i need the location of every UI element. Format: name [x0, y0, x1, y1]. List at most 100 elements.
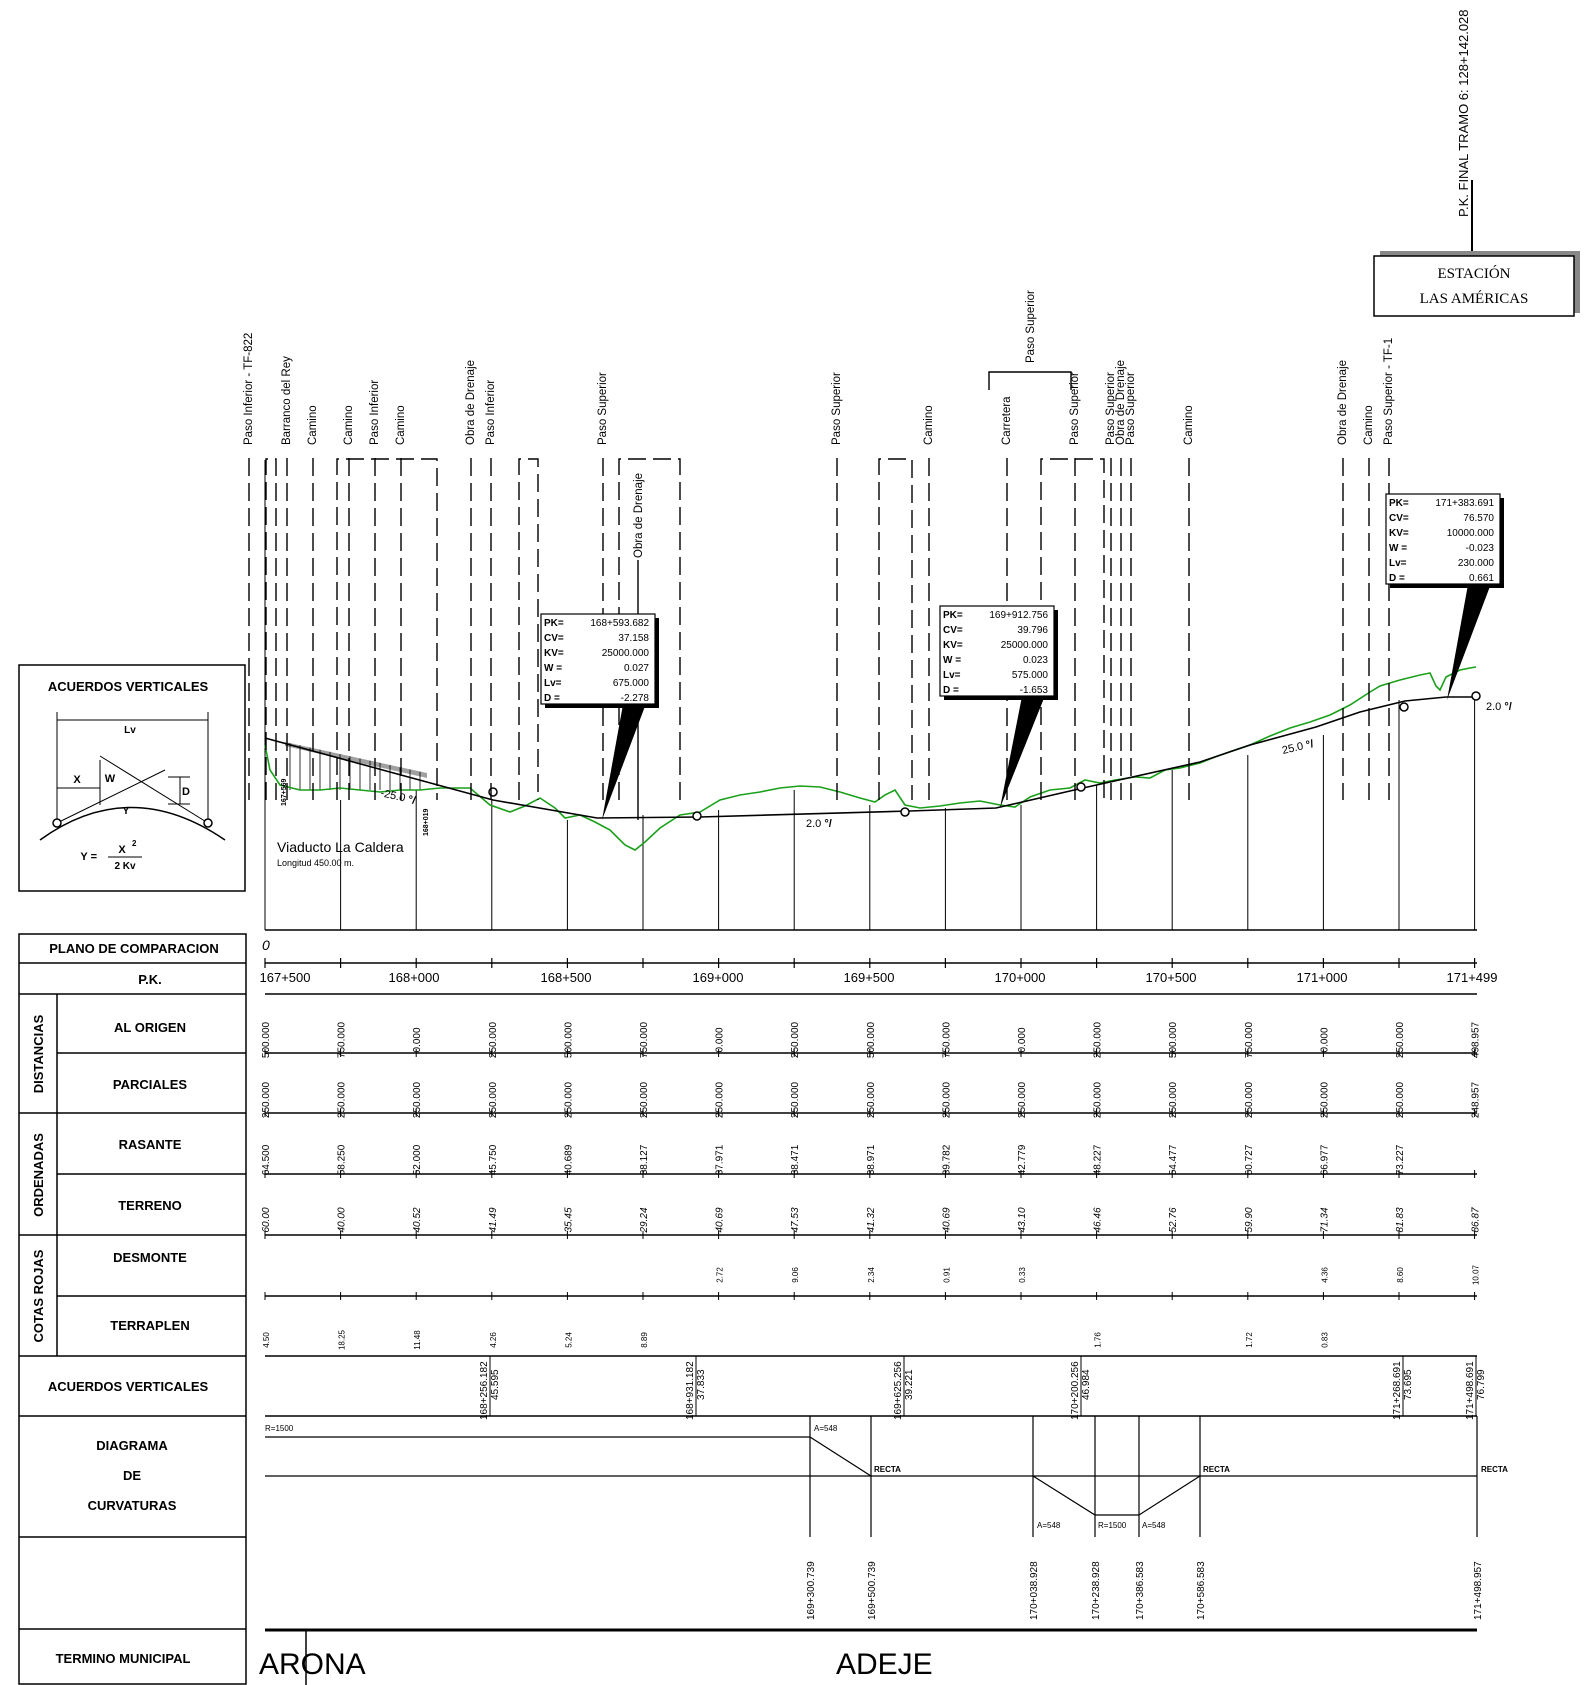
curve-param-key: Lv= — [943, 670, 961, 681]
parciales-value: 250.000 — [639, 1081, 650, 1118]
curve-param-key: D = — [1389, 573, 1405, 584]
curve-param-key: Lv= — [544, 678, 562, 689]
svg-text:CURVATURAS: CURVATURAS — [88, 1498, 177, 1513]
vertex-marker — [1471, 691, 1481, 701]
terreno-value: 86.87 — [1471, 1207, 1482, 1232]
callout-pointer — [602, 704, 646, 820]
structure-label: Carretera — [1001, 396, 1013, 445]
desmonte-value: 0.33 — [1018, 1267, 1027, 1283]
structure-label: Paso Superior — [597, 372, 609, 445]
svg-text:DISTANCIAS: DISTANCIAS — [31, 1014, 46, 1093]
curve-param-value: 10000.000 — [1447, 528, 1495, 539]
structure-label: Paso Superior — [831, 372, 843, 445]
rasante-value: 40.689 — [563, 1144, 574, 1175]
structure-label: Paso Superior — [1105, 372, 1117, 445]
parciales-value: 250.000 — [261, 1081, 272, 1118]
parciales-value: 250.000 — [1319, 1081, 1330, 1118]
rasante-value: 60.727 — [1244, 1144, 1255, 1175]
parciales-value: 250.000 — [790, 1081, 801, 1118]
rasante-value: 54.477 — [1168, 1144, 1179, 1175]
acuerdo-cota: 73.695 — [1403, 1369, 1414, 1400]
viaduct-start-pk: 167+569 — [281, 778, 288, 806]
structure-span — [878, 458, 913, 800]
rasante-value: 39.782 — [941, 1144, 952, 1175]
svg-text:RECTA: RECTA — [874, 1465, 901, 1474]
station-name-line1: ESTACIÓN — [1438, 265, 1511, 282]
svg-text:ORDENADAS: ORDENADAS — [31, 1133, 46, 1217]
rasante-value: 48.227 — [1093, 1144, 1104, 1175]
svg-text:DE: DE — [123, 1468, 141, 1483]
grade-3: 25.0 °/ — [1281, 738, 1315, 757]
pk-label: 170+500 — [1146, 970, 1197, 985]
curve-param-value: 171+383.691 — [1435, 498, 1494, 509]
curve-param-value: -2.278 — [621, 693, 650, 704]
curve-param-key: PK= — [1389, 498, 1409, 509]
svg-text:X: X — [118, 844, 126, 856]
terreno-value: 40.69 — [715, 1207, 726, 1232]
structure-label: Paso Inferior — [485, 380, 497, 445]
curve-param-key: Lv= — [1389, 558, 1407, 569]
rasante-value: 64.500 — [261, 1144, 272, 1175]
terreno-value: 47.53 — [790, 1207, 801, 1232]
curve-param-value: 169+912.756 — [989, 610, 1048, 621]
terreno-value: 41.49 — [488, 1207, 499, 1232]
parciales-value: 250.000 — [1168, 1081, 1179, 1118]
svg-text:Y =: Y = — [80, 851, 97, 863]
svg-text:TERRAPLEN: TERRAPLEN — [110, 1318, 189, 1333]
parciales-value: 248.957 — [1471, 1081, 1482, 1118]
vertex-marker — [1076, 782, 1086, 792]
pk-label: 167+500 — [260, 970, 311, 985]
acuerdo-pk: 171+498.691 — [1465, 1361, 1476, 1420]
svg-text:2 Kv: 2 Kv — [114, 861, 136, 872]
svg-text:COTAS ROJAS: COTAS ROJAS — [31, 1249, 46, 1342]
pk-label: 170+000 — [995, 970, 1046, 985]
terrain-line — [264, 666, 1477, 851]
curvature-pk: 170+238.928 — [1091, 1561, 1102, 1620]
rasante-value: 58.250 — [337, 1144, 348, 1175]
embankment-shading — [285, 742, 427, 778]
terreno-value: 43.10 — [1017, 1207, 1028, 1232]
legend-title: ACUERDOS VERTICALES — [48, 679, 209, 694]
terreno-value: 46.46 — [1093, 1207, 1104, 1232]
curve-param-value: 230.000 — [1458, 558, 1495, 569]
curve-param-value: 575.000 — [1012, 670, 1049, 681]
curve-param-key: W = — [943, 655, 961, 666]
curve-param-value: 76.570 — [1463, 513, 1494, 524]
svg-text:A=548: A=548 — [1142, 1521, 1166, 1530]
curve-param-key: W = — [544, 663, 562, 674]
terreno-value: 81.83 — [1395, 1207, 1406, 1232]
desmonte-value: 0.91 — [942, 1267, 951, 1283]
curve-param-key: D = — [544, 693, 560, 704]
al_origen-value: 500.000 — [563, 1021, 574, 1058]
curve-info-box — [939, 605, 1055, 697]
grade-2: 2.0 °/ — [806, 818, 832, 830]
svg-text:A=548: A=548 — [814, 1424, 838, 1433]
final-pk-label: P.K. FINAL TRAMO 6: 128+142.028 — [1456, 9, 1471, 217]
parciales-value: 250.000 — [1017, 1081, 1028, 1118]
structure-label: Camino — [307, 405, 319, 445]
al_origen-value: 0.000 — [1319, 1027, 1330, 1052]
svg-text:Lv: Lv — [124, 725, 136, 736]
curve-param-value: 0.027 — [624, 663, 649, 674]
parciales-value: 250.000 — [1395, 1081, 1406, 1118]
acuerdo-pk: 171+268.691 — [1392, 1361, 1403, 1420]
terreno-value: 40.52 — [412, 1207, 423, 1232]
svg-text:Y: Y — [123, 806, 130, 817]
structure-span — [336, 458, 438, 800]
paso-superior-bracket — [988, 371, 1072, 390]
structure-label: Camino — [1183, 405, 1195, 445]
curve-param-key: PK= — [544, 618, 564, 629]
svg-text:DIAGRAMA: DIAGRAMA — [96, 1438, 168, 1453]
structure-label: Camino — [395, 405, 407, 445]
structure-label: Paso Inferior - TF-822 — [243, 333, 255, 445]
svg-text:DESMONTE: DESMONTE — [113, 1250, 187, 1265]
al_origen-value: 500.000 — [866, 1021, 877, 1058]
svg-text:TERMINO MUNICIPAL: TERMINO MUNICIPAL — [56, 1651, 191, 1666]
svg-text:2: 2 — [132, 839, 137, 848]
rasante-value: 45.750 — [488, 1144, 499, 1175]
legend-vertical-curves: ACUERDOS VERTICALES Lv X W Y D Y = X 2 2… — [18, 664, 246, 892]
curvature-pk: 170+386.583 — [1135, 1561, 1146, 1620]
viaduct-name: Viaducto La Caldera — [277, 839, 404, 855]
rasante-value: 38.471 — [790, 1144, 801, 1175]
